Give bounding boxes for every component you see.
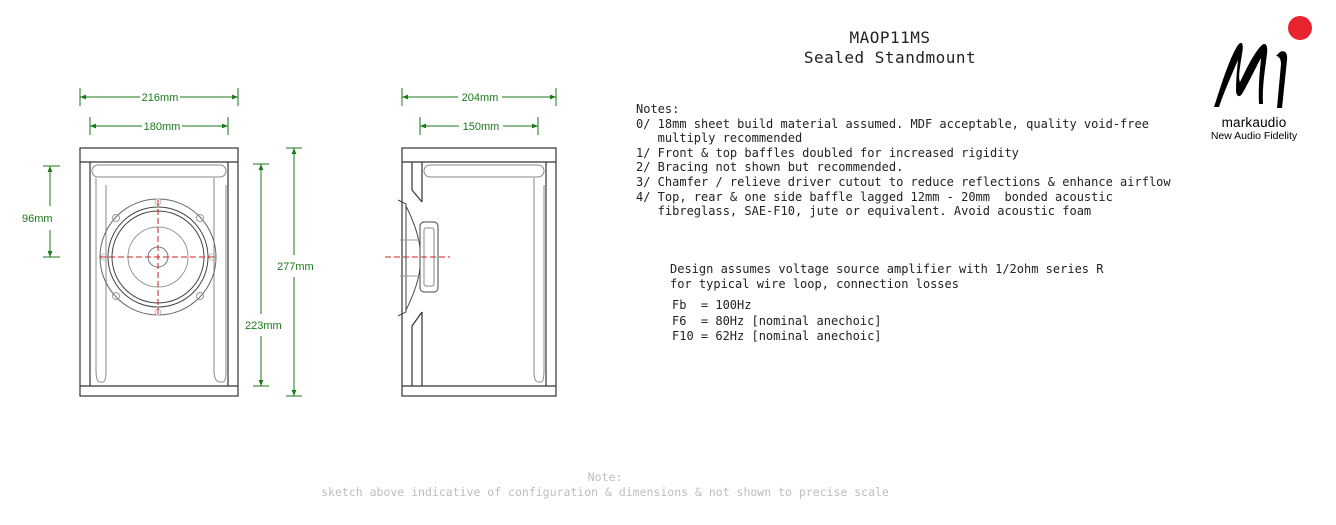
spec-f10: F10 = 62Hz [nominal anechoic]: [672, 329, 882, 343]
front-centerlines: [100, 200, 217, 315]
spec-fb: Fb = 100Hz: [672, 298, 752, 312]
brand-name: markaudio: [1221, 115, 1287, 130]
dim-front-width-outer: 216mm: [142, 92, 179, 104]
brand-tagline: New Audio Fidelity: [1210, 130, 1298, 142]
footer-note-heading: Note:: [587, 470, 623, 484]
side-dimensions: [401, 88, 557, 135]
note-line: 1/ Front & top baffles doubled for incre…: [636, 145, 1019, 160]
side-driver: [397, 199, 439, 317]
dim-driver-height: 96mm: [22, 213, 53, 225]
dim-height-outer: 277mm: [277, 261, 314, 273]
notes-heading: Notes:: [636, 102, 680, 116]
front-view: [43, 88, 302, 397]
note-line: multiply recommended: [636, 131, 803, 146]
logo-m-mark-icon: [1214, 42, 1268, 107]
footer-note-text: sketch above indicative of configuration…: [321, 485, 889, 499]
logo-dot-icon: [1288, 16, 1312, 40]
note-line: 0/ 18mm sheet build material assumed. MD…: [636, 116, 1149, 131]
side-lagging: [423, 164, 545, 383]
spec-f6: F6 = 80Hz [nominal anechoic]: [672, 314, 882, 328]
side-view: [385, 88, 557, 397]
design-line: for typical wire loop, connection losses: [670, 277, 959, 291]
note-line: fibreglass, SAE-F10, jute or equivalent.…: [636, 204, 1092, 219]
markaudio-logo: [1214, 16, 1312, 108]
note-line: 4/ Top, rear & one side baffle lagged 12…: [636, 189, 1113, 204]
build-notes: Notes: 0/ 18mm sheet build material assu…: [636, 102, 1171, 219]
dim-side-depth-inner: 150mm: [463, 121, 500, 133]
design-line: Design assumes voltage source amplifier …: [670, 262, 1104, 276]
model-title: MAOP11MS: [849, 28, 931, 47]
side-cabinet-outline: [401, 147, 557, 397]
model-subtitle: Sealed Standmount: [803, 48, 977, 67]
front-cabinet-outline: [79, 147, 239, 397]
note-line: 2/ Bracing not shown but recommended.: [636, 160, 904, 175]
logo-i-mark-icon: [1276, 51, 1288, 108]
design-assumption: Design assumes voltage source amplifier …: [670, 262, 1103, 292]
front-lagging: [91, 164, 227, 383]
dim-height-inner: 223mm: [245, 320, 282, 332]
note-line: 3/ Chamfer / relieve driver cutout to re…: [636, 174, 1171, 189]
dim-side-depth-outer: 204mm: [462, 92, 499, 104]
dimension-labels: 216mm 180mm 96mm 277mm 223mm 204mm 150mm: [22, 92, 499, 332]
dim-front-width-inner: 180mm: [144, 121, 181, 133]
front-dimensions: [43, 88, 302, 397]
